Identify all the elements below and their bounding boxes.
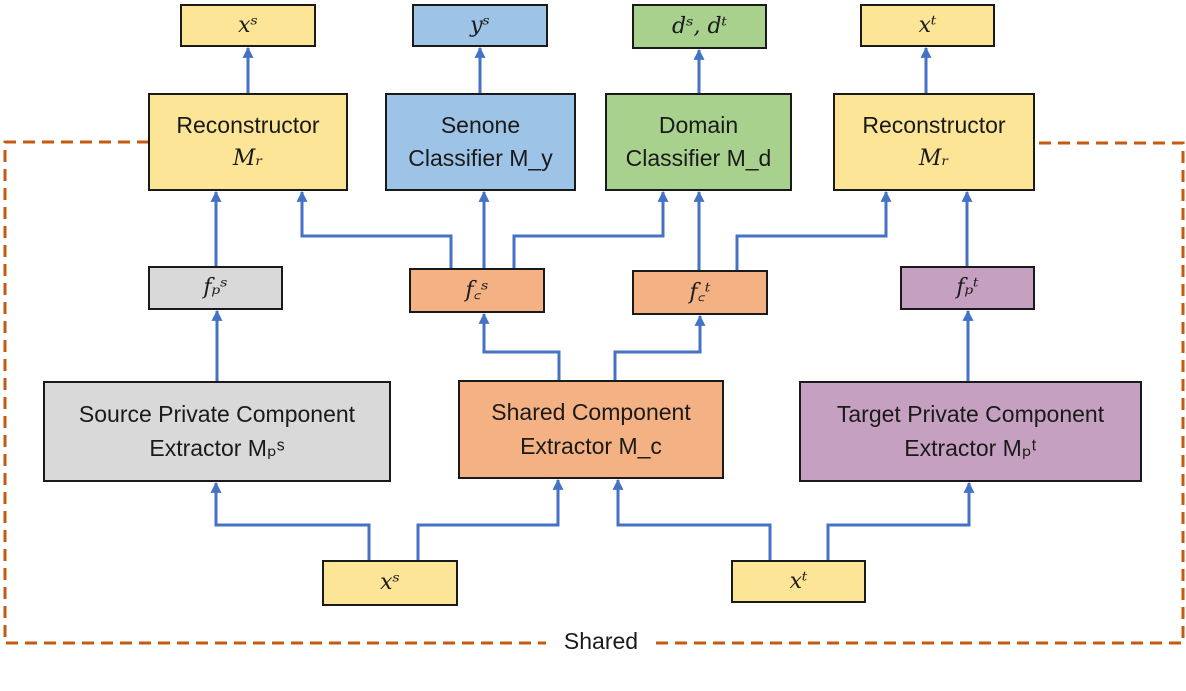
shared-region-label: Shared	[546, 628, 656, 655]
target-private-extractor-box: Target Private Component Extractor Mₚᵗ	[799, 381, 1142, 482]
feature-fpt-label: fₚᵗ	[956, 275, 979, 301]
output-domain-labels-box: dˢ, dᵗ	[632, 4, 767, 49]
feature-fpt-box: fₚᵗ	[900, 266, 1035, 310]
reconstructor-right-symbol: Mᵣ	[918, 145, 950, 171]
input-xs-box: xˢ	[322, 560, 458, 606]
domain-classifier-title: Domain	[658, 111, 739, 138]
input-xt-label: xᵗ	[789, 568, 808, 594]
source-private-extractor-title: Source Private Component	[78, 401, 356, 428]
shared-region-border	[3, 140, 1185, 645]
shared-extractor-title: Shared Component	[491, 399, 691, 426]
feature-fps-label: fₚˢ	[203, 275, 228, 301]
arrow-xt-to-target-extractor	[826, 481, 975, 560]
arrow-xs-to-source-extractor	[210, 481, 371, 560]
reconstructor-right-title: Reconstructor	[862, 112, 1006, 139]
feature-fps-box: fₚˢ	[148, 266, 283, 310]
arrow-fcs-to-domain	[512, 190, 669, 268]
output-xs-box: xˢ	[180, 4, 316, 47]
output-xt-label: xᵗ	[918, 12, 937, 38]
output-xt-box: xᵗ	[860, 4, 995, 47]
feature-fcs-box: f꜀ˢ	[409, 268, 545, 313]
input-xt-box: xᵗ	[731, 560, 866, 603]
output-domain-labels-label: dˢ, dᵗ	[672, 13, 727, 39]
arrow-fcs-to-recon-left	[296, 190, 453, 268]
domain-classifier-subtitle: Classifier M_d	[625, 145, 772, 171]
reconstructor-right-box: Reconstructor Mᵣ	[833, 93, 1035, 191]
reconstructor-left-box: Reconstructor Mᵣ	[148, 93, 348, 191]
arrow-fct-to-recon-right	[735, 190, 892, 270]
reconstructor-left-symbol: Mᵣ	[232, 145, 264, 171]
source-private-extractor-subtitle: Extractor Mₚˢ	[149, 434, 285, 461]
output-xs-label: xˢ	[238, 12, 258, 38]
shared-extractor-subtitle: Extractor M_c	[520, 432, 662, 459]
source-private-extractor-box: Source Private Component Extractor Mₚˢ	[43, 381, 391, 482]
arrow-shared-extractor-to-fct	[613, 314, 706, 380]
domain-classifier-box: Domain Classifier M_d	[605, 93, 792, 191]
feature-fcs-label: f꜀ˢ	[465, 277, 489, 303]
target-private-extractor-subtitle: Extractor Mₚᵗ	[904, 434, 1037, 461]
input-xs-label: xˢ	[380, 570, 400, 596]
reconstructor-left-title: Reconstructor	[176, 112, 320, 139]
feature-fct-box: f꜀ᵗ	[632, 270, 768, 315]
senone-classifier-title: Senone	[440, 111, 521, 138]
arrow-xs-to-shared-extractor	[416, 478, 564, 560]
feature-fct-label: f꜀ᵗ	[689, 279, 711, 305]
target-private-extractor-title: Target Private Component	[836, 401, 1105, 428]
senone-classifier-subtitle: Classifier M_y	[408, 145, 553, 171]
arrow-shared-extractor-to-fcs	[478, 312, 561, 380]
shared-extractor-box: Shared Component Extractor M_c	[458, 380, 724, 479]
arrow-xt-to-shared-extractor	[612, 478, 772, 560]
output-ys-label: yˢ	[470, 12, 490, 38]
senone-classifier-box: Senone Classifier M_y	[385, 93, 576, 191]
output-ys-box: yˢ	[412, 4, 548, 47]
